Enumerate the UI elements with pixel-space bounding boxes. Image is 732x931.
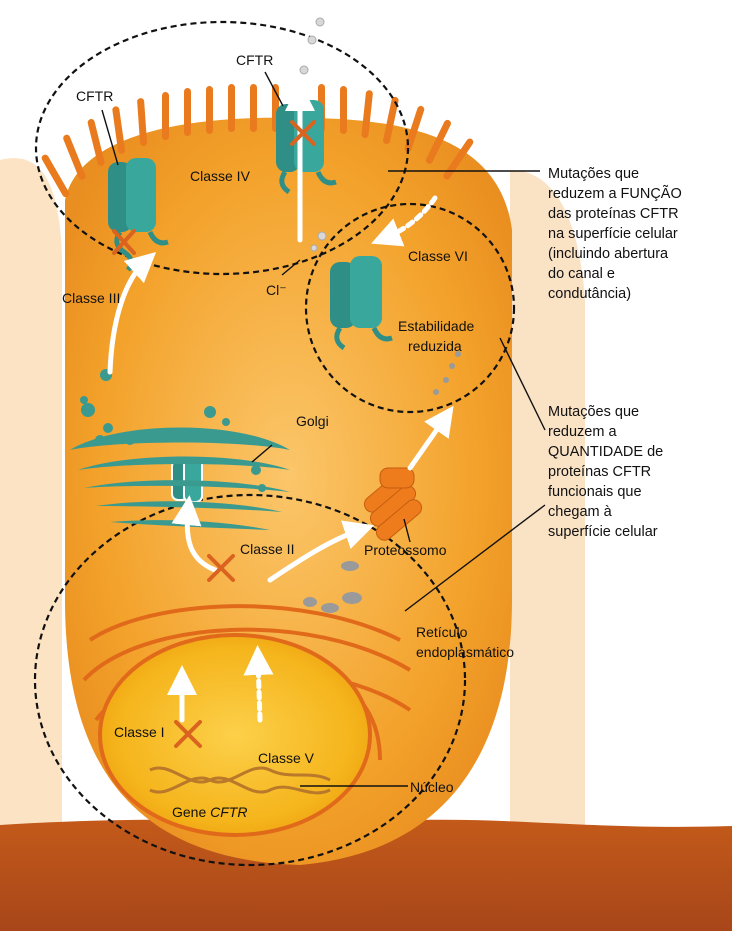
- label-golgi: Golgi: [296, 413, 329, 430]
- label-reticulo: Retículo: [416, 624, 467, 641]
- label-chloride: Cl⁻: [266, 282, 287, 299]
- label-classe-ii: Classe II: [240, 541, 294, 558]
- label-classe-i: Classe I: [114, 724, 165, 741]
- label-gene: Gene CFTR: [172, 804, 247, 821]
- label-cftr-left: CFTR: [76, 88, 113, 105]
- label-estabilidade: Estabilidade: [398, 318, 474, 335]
- label-classe-v: Classe V: [258, 750, 314, 767]
- label-proteossomo: Proteossomo: [364, 542, 446, 559]
- label-classe-iii: Classe III: [62, 290, 120, 307]
- label-classe-iv: Classe IV: [190, 168, 250, 185]
- label-classe-vi: Classe VI: [408, 248, 468, 265]
- label-reduzida: reduzida: [408, 338, 462, 355]
- neighbor-cell-left: [0, 158, 62, 900]
- annotation-quantity-mutations: Mutações que reduzem a QUANTIDADE de pro…: [548, 402, 730, 542]
- label-nucleo: Núcleo: [410, 779, 454, 796]
- annotation-function-mutations: Mutações que reduzem a FUNÇÃO das proteí…: [548, 164, 730, 304]
- label-gene-prefix: Gene: [172, 804, 210, 820]
- label-endoplasmatico: endoplasmático: [416, 644, 514, 661]
- cftr-channel-golgi: [172, 458, 202, 502]
- label-gene-name: CFTR: [210, 804, 247, 820]
- label-cftr-top: CFTR: [236, 52, 273, 69]
